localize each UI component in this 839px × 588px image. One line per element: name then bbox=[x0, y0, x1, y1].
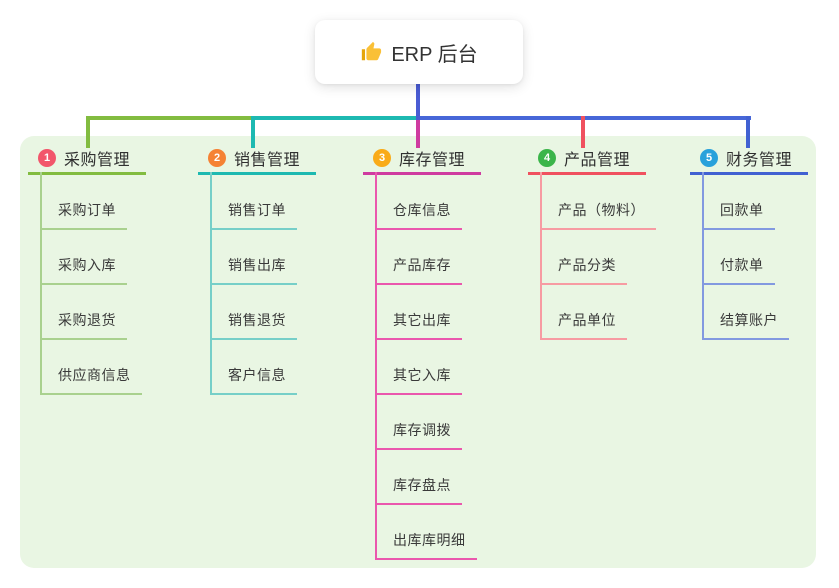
child-node-label: 销售订单 bbox=[228, 202, 286, 218]
branch-node-label: 销售管理 bbox=[234, 152, 301, 169]
child-node[interactable]: 采购退货 bbox=[40, 311, 127, 340]
child-node-label: 结算账户 bbox=[720, 312, 778, 328]
branch-node-4[interactable]: 4 产品管理 bbox=[528, 147, 646, 175]
branch-node-label: 库存管理 bbox=[399, 152, 466, 169]
child-node-label: 销售退货 bbox=[228, 312, 286, 328]
child-node[interactable]: 结算账户 bbox=[702, 311, 789, 340]
child-node-label: 采购入库 bbox=[58, 257, 116, 273]
child-node[interactable]: 回款单 bbox=[702, 201, 775, 230]
child-node[interactable]: 客户信息 bbox=[210, 366, 297, 395]
child-node-label: 回款单 bbox=[720, 202, 764, 218]
branch-trunk-line bbox=[540, 172, 542, 340]
child-node[interactable]: 产品库存 bbox=[375, 256, 462, 285]
child-node-label: 采购退货 bbox=[58, 312, 116, 328]
branch-node-label: 财务管理 bbox=[726, 152, 793, 169]
child-node-label: 库存调拨 bbox=[393, 422, 451, 438]
child-node[interactable]: 库存盘点 bbox=[375, 476, 462, 505]
connector-drop-3 bbox=[416, 120, 420, 148]
branch-badge: 1 bbox=[38, 149, 56, 167]
branch-node-label: 采购管理 bbox=[64, 152, 131, 169]
connector-drop-5 bbox=[746, 116, 750, 148]
child-node[interactable]: 其它出库 bbox=[375, 311, 462, 340]
child-node-label: 产品单位 bbox=[558, 312, 616, 328]
branch-trunk-line bbox=[702, 172, 704, 340]
connector-root-stem bbox=[416, 84, 420, 120]
child-node-label: 产品（物料） bbox=[558, 202, 645, 218]
connector-drop-2 bbox=[251, 116, 255, 148]
child-node[interactable]: 其它入库 bbox=[375, 366, 462, 395]
root-node[interactable]: ERP 后台 bbox=[315, 20, 523, 84]
child-node[interactable]: 销售出库 bbox=[210, 256, 297, 285]
child-node[interactable]: 供应商信息 bbox=[40, 366, 142, 395]
child-node-label: 付款单 bbox=[720, 257, 764, 273]
child-node-label: 客户信息 bbox=[228, 367, 286, 383]
branch-node-5[interactable]: 5 财务管理 bbox=[690, 147, 808, 175]
child-node-label: 其它出库 bbox=[393, 312, 451, 328]
child-node[interactable]: 仓库信息 bbox=[375, 201, 462, 230]
child-node-label: 产品分类 bbox=[558, 257, 616, 273]
thumbs-up-icon bbox=[360, 41, 382, 63]
child-node[interactable]: 付款单 bbox=[702, 256, 775, 285]
connector-bus-left-teal bbox=[251, 116, 420, 120]
child-node[interactable]: 采购订单 bbox=[40, 201, 127, 230]
child-node-label: 库存盘点 bbox=[393, 477, 451, 493]
child-node-label: 销售出库 bbox=[228, 257, 286, 273]
branch-badge: 4 bbox=[538, 149, 556, 167]
child-node-label: 产品库存 bbox=[393, 257, 451, 273]
child-node[interactable]: 销售退货 bbox=[210, 311, 297, 340]
child-node-label: 采购订单 bbox=[58, 202, 116, 218]
branch-badge: 5 bbox=[700, 149, 718, 167]
child-node-label: 仓库信息 bbox=[393, 202, 451, 218]
child-node[interactable]: 采购入库 bbox=[40, 256, 127, 285]
child-node-label: 供应商信息 bbox=[58, 367, 131, 383]
child-node[interactable]: 库存调拨 bbox=[375, 421, 462, 450]
branch-node-2[interactable]: 2 销售管理 bbox=[198, 147, 316, 175]
connector-bus-left-green bbox=[86, 116, 255, 120]
child-node-label: 出库库明细 bbox=[393, 532, 466, 548]
child-node[interactable]: 产品单位 bbox=[540, 311, 627, 340]
root-node-label: ERP 后台 bbox=[391, 43, 478, 66]
branch-node-3[interactable]: 3 库存管理 bbox=[363, 147, 481, 175]
branch-trunk-line bbox=[375, 172, 377, 560]
connector-drop-4 bbox=[581, 116, 585, 148]
branch-node-label: 产品管理 bbox=[564, 152, 631, 169]
connector-drop-1 bbox=[86, 116, 90, 148]
mindmap-background-panel bbox=[20, 136, 816, 568]
child-node[interactable]: 销售订单 bbox=[210, 201, 297, 230]
child-node-label: 其它入库 bbox=[393, 367, 451, 383]
child-node[interactable]: 产品分类 bbox=[540, 256, 627, 285]
branch-badge: 2 bbox=[208, 149, 226, 167]
child-node[interactable]: 产品（物料） bbox=[540, 201, 656, 230]
child-node[interactable]: 出库库明细 bbox=[375, 531, 477, 560]
branch-badge: 3 bbox=[373, 149, 391, 167]
branch-node-1[interactable]: 1 采购管理 bbox=[28, 147, 146, 175]
